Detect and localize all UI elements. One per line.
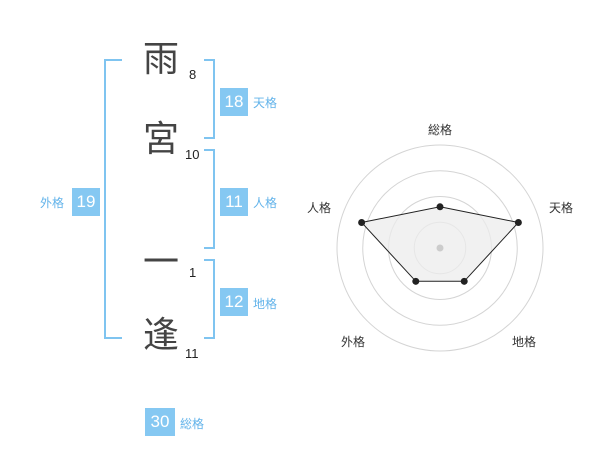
radar-label-soukaku: 総格 <box>428 122 452 137</box>
radar-point <box>358 219 366 227</box>
radar-label-tenkaku: 天格 <box>549 200 573 215</box>
radar-points <box>358 203 522 285</box>
soukaku-label: 総格 <box>180 417 205 431</box>
chikaku-bracket <box>204 259 215 339</box>
name-char-3: 一 <box>142 242 179 283</box>
radar-label-gaikaku: 外格 <box>341 334 365 349</box>
gaikaku-value: 19 <box>72 188 100 216</box>
gaikaku-bracket <box>104 59 122 339</box>
jinkaku-bracket <box>204 149 215 249</box>
radar-ring <box>362 170 518 326</box>
soukaku-value: 30 <box>145 408 175 436</box>
radar-center-dot <box>436 244 444 252</box>
chikaku-value: 12 <box>220 288 248 316</box>
name-char-4: 逢 <box>142 315 179 356</box>
name-char-1: 雨 <box>142 39 179 80</box>
tenkaku-bracket <box>204 59 215 139</box>
radar-point <box>436 203 444 211</box>
radar-point <box>412 277 420 285</box>
radar-point <box>460 277 468 285</box>
stroke-count-2: 10 <box>185 147 200 162</box>
stroke-count-1: 8 <box>189 67 197 82</box>
stroke-count-4: 11 <box>185 346 199 361</box>
gaikaku-label: 外格 <box>40 196 65 210</box>
name-char-2: 宮 <box>142 119 179 160</box>
chikaku-label: 地格 <box>253 297 278 311</box>
radar-label-chikaku: 地格 <box>512 334 536 349</box>
radar-point <box>514 219 522 227</box>
radar-label-jinkaku: 人格 <box>307 200 331 215</box>
jinkaku-value: 11 <box>220 188 248 216</box>
stroke-count-3: 1 <box>189 265 197 280</box>
tenkaku-value: 18 <box>220 88 248 116</box>
jinkaku-label: 人格 <box>253 196 278 210</box>
radar-polygon <box>360 206 520 282</box>
radar-ring <box>336 144 544 352</box>
tenkaku-label: 天格 <box>253 96 278 110</box>
